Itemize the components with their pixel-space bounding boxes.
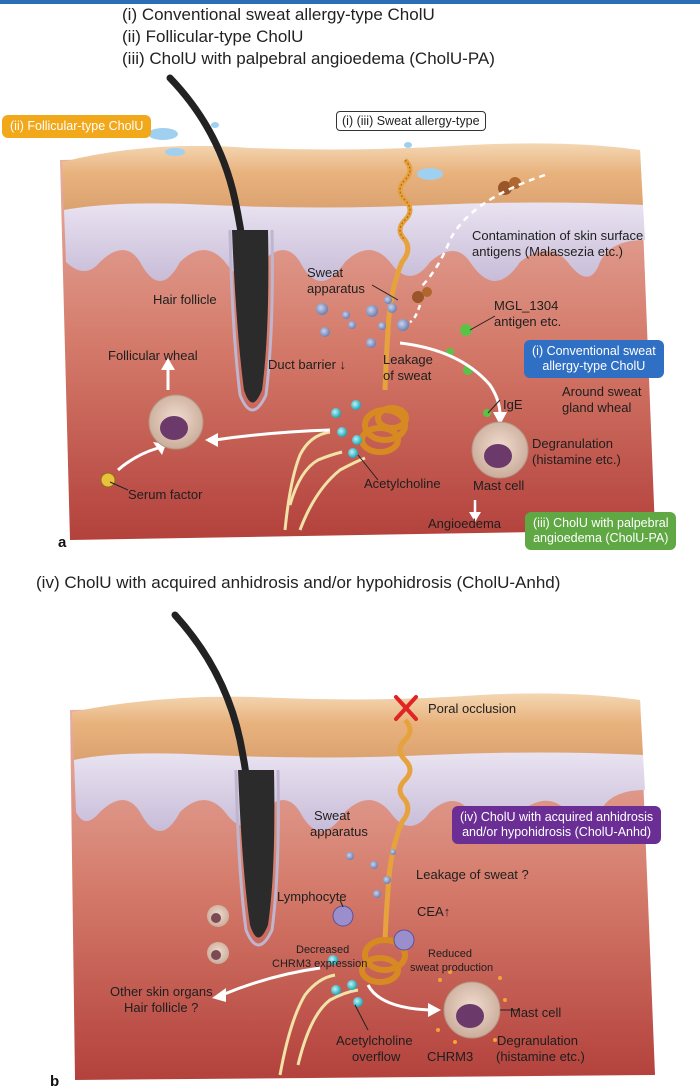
panel-a-illustration [60, 74, 655, 540]
label-contamination-1: Contamination of skin surface [472, 228, 644, 243]
label-reduced: Reduced [428, 948, 473, 960]
label-histamine-b: (histamine etc.) [496, 1049, 585, 1064]
label-histamine: (histamine etc.) [532, 452, 621, 467]
top-accent-bar [0, 0, 700, 4]
label-follicular-wheal: Follicular wheal [108, 348, 198, 363]
panel-letter-b: b [50, 1073, 60, 1090]
label-angioedema: Angioedema [428, 516, 501, 531]
label-duct-barrier: Duct barrier ↓ [268, 357, 347, 372]
label-acetylcholine: Acetylcholine [364, 476, 441, 491]
label-mast-cell: Mast cell [473, 478, 525, 493]
heading-i: (i) Conventional sweat allergy-type Chol… [122, 5, 435, 24]
label-cea: CEA↑ [417, 904, 451, 919]
label-overflow: overflow [352, 1049, 401, 1064]
tag-palpebral: (iii) CholU with palpebral angioedema (C… [525, 512, 677, 550]
tag-conventional-line2: allergy-type CholU [542, 359, 646, 373]
label-around-sweat: Around sweat [562, 384, 642, 399]
heading-iii: (iii) CholU with palpebral angioedema (C… [122, 49, 495, 68]
label-other-organs: Other skin organs [110, 984, 213, 999]
tag-anhd-line2: and/or hypohidrosis (CholU-Anhd) [462, 825, 652, 839]
label-poral-occlusion: Poral occlusion [428, 701, 517, 716]
label-apparatus-b: apparatus [310, 824, 368, 839]
label-leakage: Leakage [383, 352, 433, 367]
tag-sweat-allergy-type: (i) (iii) Sweat allergy-type [336, 111, 486, 131]
label-gland-wheal: gland wheal [562, 400, 632, 415]
label-hair-follicle-q: Hair follicle ? [124, 1000, 199, 1015]
label-degranulation: Degranulation [532, 436, 613, 451]
label-acetylcholine-b: Acetylcholine [336, 1033, 413, 1048]
tag-anhd-line1: (iv) CholU with acquired anhidrosis [460, 810, 654, 824]
label-lymphocyte: Lymphocyte [277, 889, 347, 904]
label-chrm3: CHRM3 [427, 1049, 474, 1064]
panel-letter-a: a [58, 534, 67, 551]
label-mgl: MGL_1304 [494, 298, 559, 313]
label-hair-follicle: Hair follicle [153, 292, 217, 307]
tag-palpebral-line2: angioedema (CholU-PA) [533, 531, 669, 545]
label-apparatus: apparatus [307, 281, 365, 296]
label-sweat-b: Sweat [314, 808, 351, 823]
tag-conventional: (i) Conventional sweat allergy-type Chol… [524, 340, 664, 378]
label-degranulation-b: Degranulation [497, 1033, 578, 1048]
label-of-sweat: of sweat [383, 368, 432, 383]
heading-iv: (iv) CholU with acquired anhidrosis and/… [36, 573, 561, 592]
tag-anhd: (iv) CholU with acquired anhidrosis and/… [452, 806, 662, 844]
label-serum-factor: Serum factor [128, 487, 203, 502]
tag-conventional-line1: (i) Conventional sweat [532, 344, 656, 358]
label-sweat-production: sweat production [410, 962, 494, 974]
label-mast-cell-b: Mast cell [510, 1005, 562, 1020]
heading-ii: (ii) Follicular-type CholU [122, 27, 304, 46]
tag-follicular-type: (ii) Follicular-type CholU [2, 115, 152, 138]
label-leakage-b: Leakage of sweat ? [416, 867, 529, 882]
tag-palpebral-line1: (iii) CholU with palpebral [533, 516, 669, 530]
label-sweat: Sweat [307, 265, 344, 280]
label-ige: IgE [503, 397, 523, 412]
label-chrm3-expression: CHRM3 expression [272, 958, 368, 970]
label-antigen: antigen etc. [494, 314, 562, 329]
label-contamination-2: antigens (Malassezia etc.) [472, 244, 624, 259]
label-decreased: Decreased [296, 944, 350, 956]
